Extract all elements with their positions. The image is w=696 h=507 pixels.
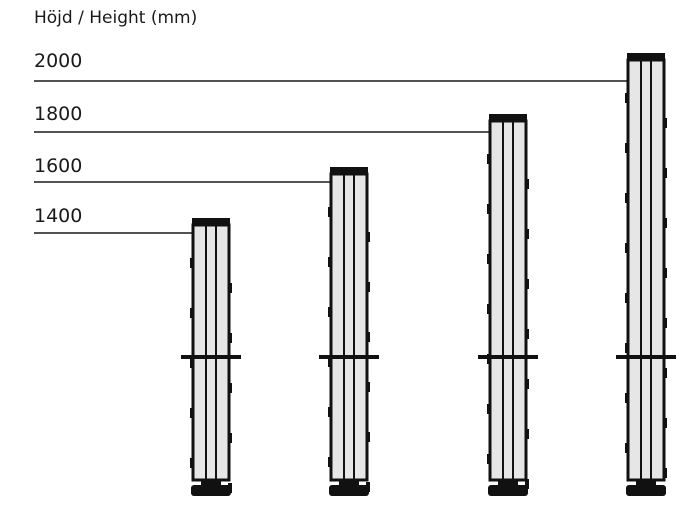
post-notch: [663, 318, 667, 328]
post-notch: [625, 143, 629, 153]
post-notch: [663, 418, 667, 428]
post-cap: [489, 114, 527, 122]
post-crossbar: [616, 355, 676, 359]
post-notch: [625, 93, 629, 103]
post-foot-stem: [636, 480, 656, 486]
post-crossbar: [478, 355, 538, 359]
post-notch: [366, 432, 370, 442]
post-notch: [487, 454, 491, 464]
height-label-1600: 1600: [34, 155, 83, 177]
post-notch: [190, 458, 194, 468]
post-body: [626, 58, 666, 482]
post-notch: [625, 343, 629, 353]
post-notch: [228, 283, 232, 293]
post-cap: [330, 167, 368, 175]
post-notch: [663, 368, 667, 378]
post-notch: [328, 207, 332, 217]
post-notch: [366, 232, 370, 242]
diagram-title: Höjd / Height (mm): [34, 8, 198, 28]
post-foot-stem: [339, 480, 359, 486]
post-crossbar: [181, 355, 241, 359]
post-notch: [487, 204, 491, 214]
post-notch: [190, 408, 194, 418]
post-cap: [627, 53, 665, 61]
post-notch: [328, 407, 332, 417]
post-1600: [319, 167, 379, 496]
post-notch: [663, 468, 667, 478]
post-notch: [525, 179, 529, 189]
post-cap: [192, 218, 230, 226]
post-foot: [329, 485, 369, 496]
post-foot: [191, 485, 231, 496]
post-notch: [663, 118, 667, 128]
height-label-1800: 1800: [34, 103, 83, 125]
post-notch: [525, 479, 529, 489]
post-notch: [487, 154, 491, 164]
post-body: [191, 223, 231, 482]
post-notch: [663, 168, 667, 178]
post-2000: [616, 53, 676, 496]
post-notch: [663, 268, 667, 278]
post-notch: [228, 433, 232, 443]
post-notch: [328, 307, 332, 317]
post-notch: [190, 308, 194, 318]
post-notch: [525, 229, 529, 239]
height-label-1400: 1400: [34, 205, 83, 227]
post-notch: [328, 457, 332, 467]
post-notch: [366, 382, 370, 392]
post-notch: [625, 393, 629, 403]
post-body: [488, 119, 528, 482]
post-notch: [625, 243, 629, 253]
post-notch: [190, 358, 194, 368]
post-notch: [487, 404, 491, 414]
post-foot: [488, 485, 528, 496]
post-foot-stem: [201, 480, 221, 486]
post-foot-stem: [498, 480, 518, 486]
post-notch: [228, 383, 232, 393]
post-notch: [487, 304, 491, 314]
post-body: [329, 172, 369, 482]
post-notch: [487, 254, 491, 264]
post-notch: [328, 257, 332, 267]
post-notch: [525, 379, 529, 389]
post-notch: [366, 282, 370, 292]
post-notch: [625, 193, 629, 203]
post-notch: [525, 429, 529, 439]
post-1400: [181, 218, 241, 496]
height-label-2000: 2000: [34, 50, 83, 72]
post-notch: [625, 443, 629, 453]
post-1800: [478, 114, 538, 496]
post-notch: [525, 329, 529, 339]
post-notch: [328, 357, 332, 367]
post-notch: [625, 293, 629, 303]
post-notch: [366, 332, 370, 342]
post-foot: [626, 485, 666, 496]
post-notch: [525, 279, 529, 289]
post-crossbar: [319, 355, 379, 359]
post-notch: [663, 218, 667, 228]
post-notch: [228, 333, 232, 343]
post-notch: [190, 258, 194, 268]
